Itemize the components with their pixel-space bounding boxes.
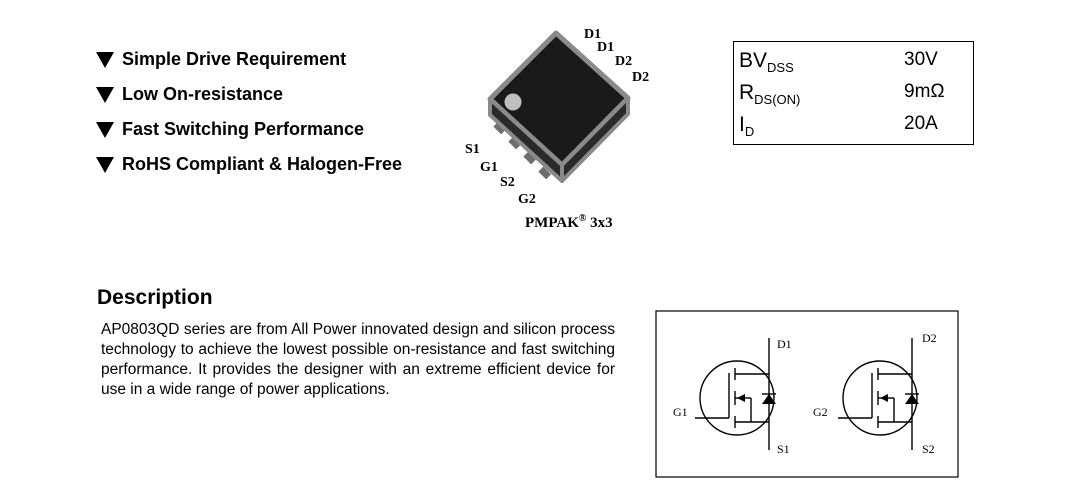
triangle-bullet-icon	[96, 52, 114, 68]
spec-value: 9mΩ	[904, 81, 945, 102]
spec-param: ID	[739, 113, 755, 139]
spec-param: RDS(ON)	[739, 81, 801, 107]
feature-item: Low On-resistance	[96, 82, 402, 117]
feature-item: RoHS Compliant & Halogen-Free	[96, 152, 402, 187]
pin-label-s1: S1	[465, 142, 480, 157]
spec-value: 20A	[904, 113, 938, 134]
schematic-label-g1: G1	[673, 405, 688, 419]
schematic-label-s1: S1	[777, 442, 790, 456]
triangle-bullet-icon	[96, 157, 114, 173]
schematic-diagram: D1 G1 S1 D2 G2 S2	[655, 310, 959, 478]
spec-table: BVDSS 30V RDS(ON) 9mΩ ID 20A	[733, 41, 974, 145]
spec-param: BVDSS	[739, 49, 794, 75]
feature-list: Simple Drive Requirement Low On-resistan…	[96, 47, 402, 187]
package-side-right	[560, 96, 630, 183]
pin-label-s2: S2	[500, 175, 515, 190]
spec-row: ID 20A	[734, 110, 973, 142]
pin1-marker-icon	[504, 93, 522, 111]
mosfet-arrows-left	[737, 394, 776, 404]
spec-row: BVDSS 30V	[734, 46, 973, 78]
schematic-label-d2: D2	[922, 331, 937, 345]
pin-label-d1: D1	[584, 27, 601, 42]
spec-row: RDS(ON) 9mΩ	[734, 78, 973, 110]
schematic-label-g2: G2	[813, 405, 828, 419]
triangle-bullet-icon	[96, 122, 114, 138]
pin-label-d2: D2	[615, 54, 632, 69]
feature-item: Simple Drive Requirement	[96, 47, 402, 82]
description-title: Description	[97, 286, 213, 309]
package-caption: PMPAK® 3x3	[525, 213, 613, 231]
spec-value: 30V	[904, 49, 938, 70]
triangle-bullet-icon	[96, 87, 114, 103]
pin-label-d2: D2	[632, 70, 649, 85]
mosfet-arrows-right	[880, 394, 919, 404]
package-pins	[493, 121, 552, 180]
pin-label-g2: G2	[518, 192, 536, 207]
pin-label-d1: D1	[597, 40, 614, 55]
pin-label-g1: G1	[480, 160, 498, 175]
schematic-label-s2: S2	[922, 442, 935, 456]
description-body: AP0803QD series are from All Power innov…	[101, 321, 615, 398]
schematic-label-d1: D1	[777, 337, 792, 351]
feature-item: Fast Switching Performance	[96, 117, 402, 152]
package-illustration: D1 D1 D2 D2 S1 G1 S2 G2	[465, 27, 649, 207]
